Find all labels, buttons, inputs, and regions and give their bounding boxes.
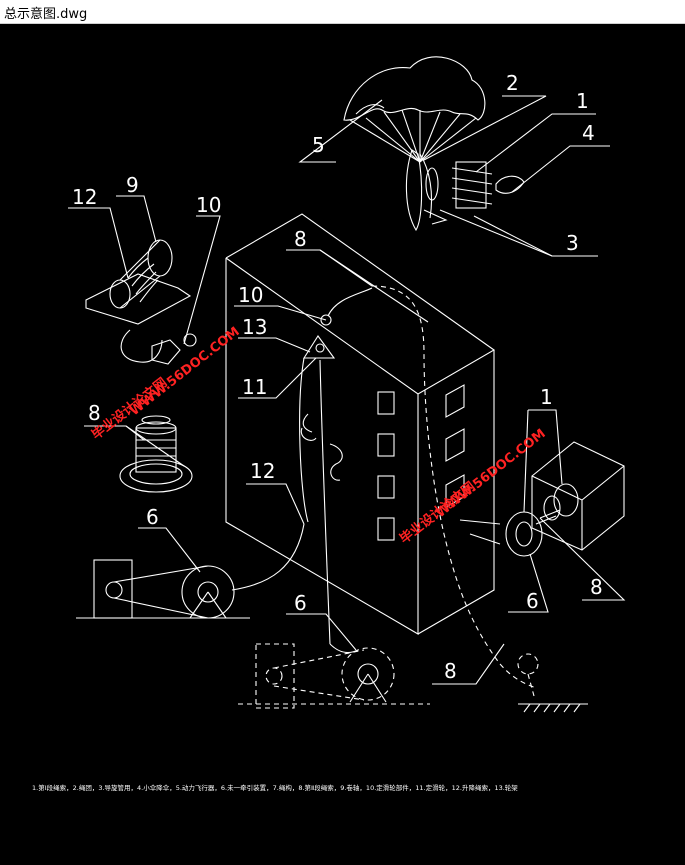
right-motor <box>459 441 625 557</box>
left-drum <box>119 415 193 493</box>
label-1-top: 1 <box>576 89 589 113</box>
label-6-left: 6 <box>146 505 159 529</box>
winch <box>85 239 197 365</box>
parts-legend: 1.第Ⅰ段绳索，2.绳团，3.导旋管用，4.小伞降伞，5.动力飞行器，6.未一牵… <box>32 783 518 792</box>
ground-pulley-left <box>76 523 305 619</box>
label-6-bottom: 6 <box>294 591 307 615</box>
watermark-right: 毕业设计论文网 WWW.56DOC.COM <box>397 426 549 547</box>
ground-hatch <box>518 703 588 713</box>
label-10-mid: 10 <box>238 283 263 307</box>
label-6-right: 6 <box>526 589 539 613</box>
label-9: 9 <box>126 173 139 197</box>
roof-pulley <box>299 287 373 645</box>
leader-lines <box>68 95 626 685</box>
label-8-right: 8 <box>590 575 603 599</box>
rope-8-dashed <box>371 285 539 697</box>
cad-drawing: 2 1 4 5 3 12 9 10 8 10 13 11 8 12 6 6 1 … <box>32 56 626 792</box>
building-windows <box>377 384 465 541</box>
drawing-canvas[interactable]: 2 1 4 5 3 12 9 10 8 10 13 11 8 12 6 6 1 … <box>0 24 685 865</box>
window-title: 总示意图.dwg <box>4 7 88 22</box>
label-1-right: 1 <box>540 385 553 409</box>
label-12-mid: 12 <box>250 459 275 483</box>
label-11-mid: 11 <box>242 375 267 399</box>
building <box>225 213 496 635</box>
ground-pulley-bottom <box>238 643 430 709</box>
watermark-right-url: WWW.56DOC.COM <box>433 426 548 521</box>
title-bar: 总示意图.dwg <box>0 0 685 24</box>
part-number-labels: 2 1 4 5 3 12 9 10 8 10 13 11 8 12 6 6 1 … <box>72 71 603 683</box>
label-8-top: 8 <box>294 227 307 251</box>
watermark-left: 毕业设计论文网 WWW.56DOC.COM <box>89 324 243 443</box>
drone-assembly <box>405 149 525 232</box>
label-12-left: 12 <box>72 185 97 209</box>
label-8-left: 8 <box>88 401 101 425</box>
label-13-mid: 13 <box>242 315 267 339</box>
label-10-left: 10 <box>196 193 221 217</box>
label-3-top: 3 <box>566 231 579 255</box>
label-5-top: 5 <box>312 133 325 157</box>
label-8-bottom: 8 <box>444 659 457 683</box>
label-2-top: 2 <box>506 71 519 95</box>
label-4-top: 4 <box>582 121 595 145</box>
parachute <box>343 56 486 163</box>
